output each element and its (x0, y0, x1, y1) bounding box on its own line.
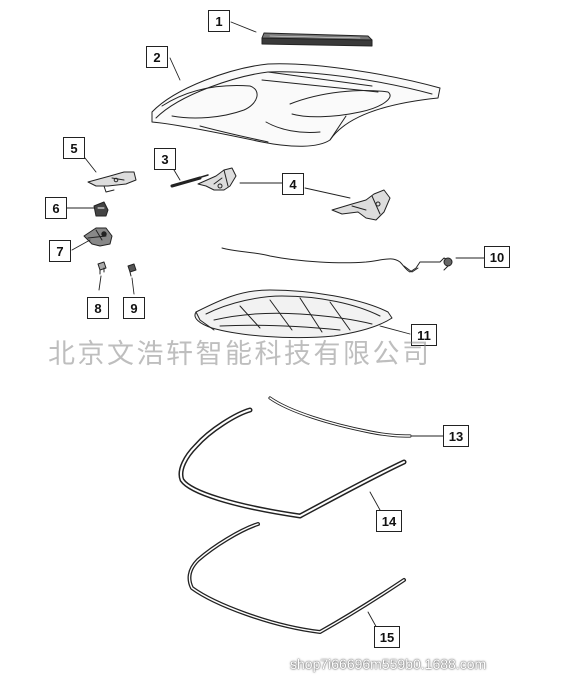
part-15-seal (187, 522, 406, 634)
callout-11: 11 (411, 324, 437, 346)
part-4-hood-hinge (197, 167, 391, 221)
callout-1: 1 (208, 10, 230, 32)
callout-10: 10 (484, 246, 510, 268)
part-10-release-cable (221, 247, 453, 273)
callout-13: 13 (443, 425, 469, 447)
callout-9: 9 (123, 297, 145, 319)
part-9-clip (127, 263, 137, 277)
part-14-weatherstrip (178, 407, 407, 519)
watermark-text: 北京文浩轩智能科技有限公司 (48, 339, 432, 370)
callout-7: 7 (49, 240, 71, 262)
part-1-hood-scoop (261, 32, 373, 47)
callout-3: 3 (154, 148, 176, 170)
callout-5: 5 (63, 137, 85, 159)
part-8-bumper (97, 261, 107, 275)
part-5-hinge (87, 171, 137, 193)
part-11-insulator (194, 289, 393, 339)
part-13-seal (268, 396, 412, 438)
part-7-latch-assembly (83, 227, 113, 247)
part-3-support-rod (170, 174, 209, 188)
part-6-latch (93, 201, 109, 217)
callout-2: 2 (146, 46, 168, 68)
callout-4: 4 (282, 173, 304, 195)
callout-14: 14 (376, 510, 402, 532)
callout-6: 6 (45, 197, 67, 219)
part-2-hood-panel (151, 63, 441, 147)
footer-shop-url: shop7i66696m559b0.1688.com (290, 656, 487, 672)
callout-8: 8 (87, 297, 109, 319)
callout-15: 15 (374, 626, 400, 648)
